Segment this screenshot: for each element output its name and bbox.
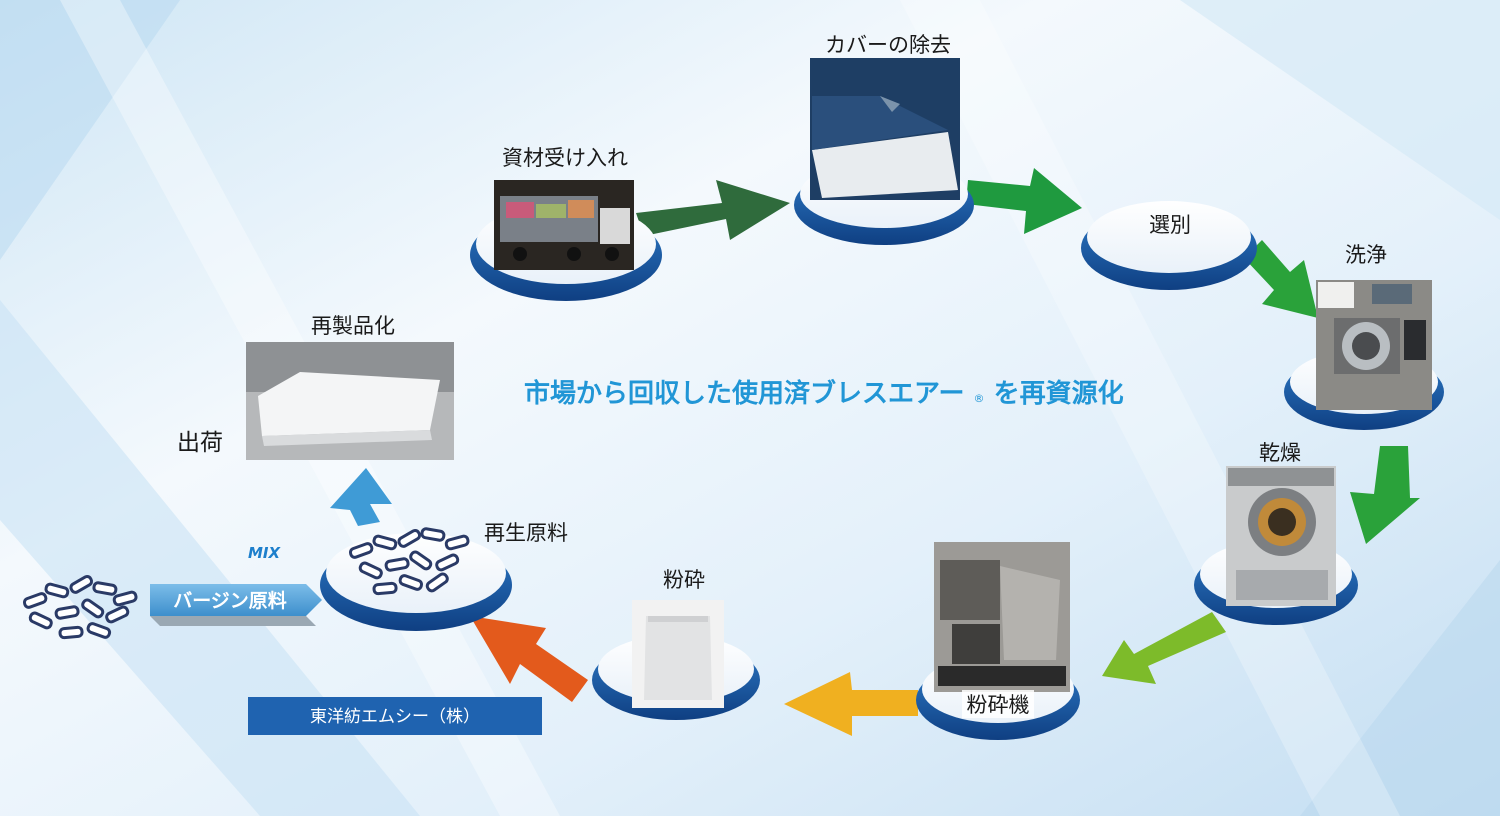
- step-label-receiving: 資材受け入れ: [502, 146, 628, 170]
- disc-recycled-material: [320, 527, 512, 631]
- step-label-washing: 洗浄: [1345, 243, 1387, 267]
- recycled-pellets-icon: [348, 527, 470, 596]
- arrow-washing-to-drying: [1350, 446, 1420, 544]
- step-label-cover-removal: カバーの除去: [825, 33, 951, 57]
- disc-washing: [1284, 280, 1444, 430]
- arrow-crusher-to-crushing: [784, 672, 918, 736]
- step-label-reproduction: 再製品化: [311, 314, 395, 338]
- disc-receiving: [470, 180, 662, 301]
- disc-sorting: [1081, 201, 1257, 290]
- disc-crusher: [916, 542, 1080, 740]
- step-label-recycled-material: 再生原料: [484, 521, 568, 545]
- step-label-drying: 乾燥: [1259, 441, 1301, 465]
- arrow-sorting-to-washing: [1244, 240, 1318, 318]
- registered-mark: ®: [974, 392, 985, 405]
- mattress-cover-photo: [810, 58, 960, 200]
- washing-machine-photo: [1316, 280, 1432, 410]
- disc-drying: [1194, 466, 1358, 625]
- step-label-crushing: 粉砕: [663, 568, 705, 592]
- virgin-material-label: バージン原料: [173, 589, 287, 612]
- step-label-shipping: 出荷: [177, 430, 223, 456]
- crushed-granules-photo: [632, 600, 724, 708]
- arrow-drying-to-crusher: [1102, 612, 1226, 684]
- virgin-pellets-icon: [22, 575, 138, 640]
- step-label-crusher: 粉砕機: [967, 693, 1030, 717]
- reproduction-product-photo: [246, 342, 454, 460]
- headline-suffix: を再資源化: [994, 379, 1124, 409]
- arrow-crushing-to-recycled: [470, 616, 588, 702]
- company-box: [248, 697, 542, 735]
- disc-cover-removal: [794, 58, 974, 245]
- virgin-material-banner: [150, 584, 322, 626]
- arrow-cover-to-sorting: [966, 168, 1082, 234]
- truck-photo: [494, 180, 634, 270]
- headline-main: 市場から回収した使用済ブレスエアー: [524, 378, 964, 409]
- arrow-receiving-to-cover: [636, 180, 790, 240]
- headline: 市場から回収した使用済ブレスエアー ® を再資源化: [524, 378, 1124, 409]
- mix-label: MIX: [248, 544, 282, 562]
- company-label: 東洋紡エムシー（株）: [310, 707, 480, 727]
- disc-crushing: [592, 600, 760, 720]
- arrow-recycled-to-reproduction: [330, 468, 392, 526]
- dryer-photo: [1226, 466, 1336, 606]
- step-label-sorting: 選別: [1149, 213, 1191, 237]
- crusher-photo: [934, 542, 1070, 692]
